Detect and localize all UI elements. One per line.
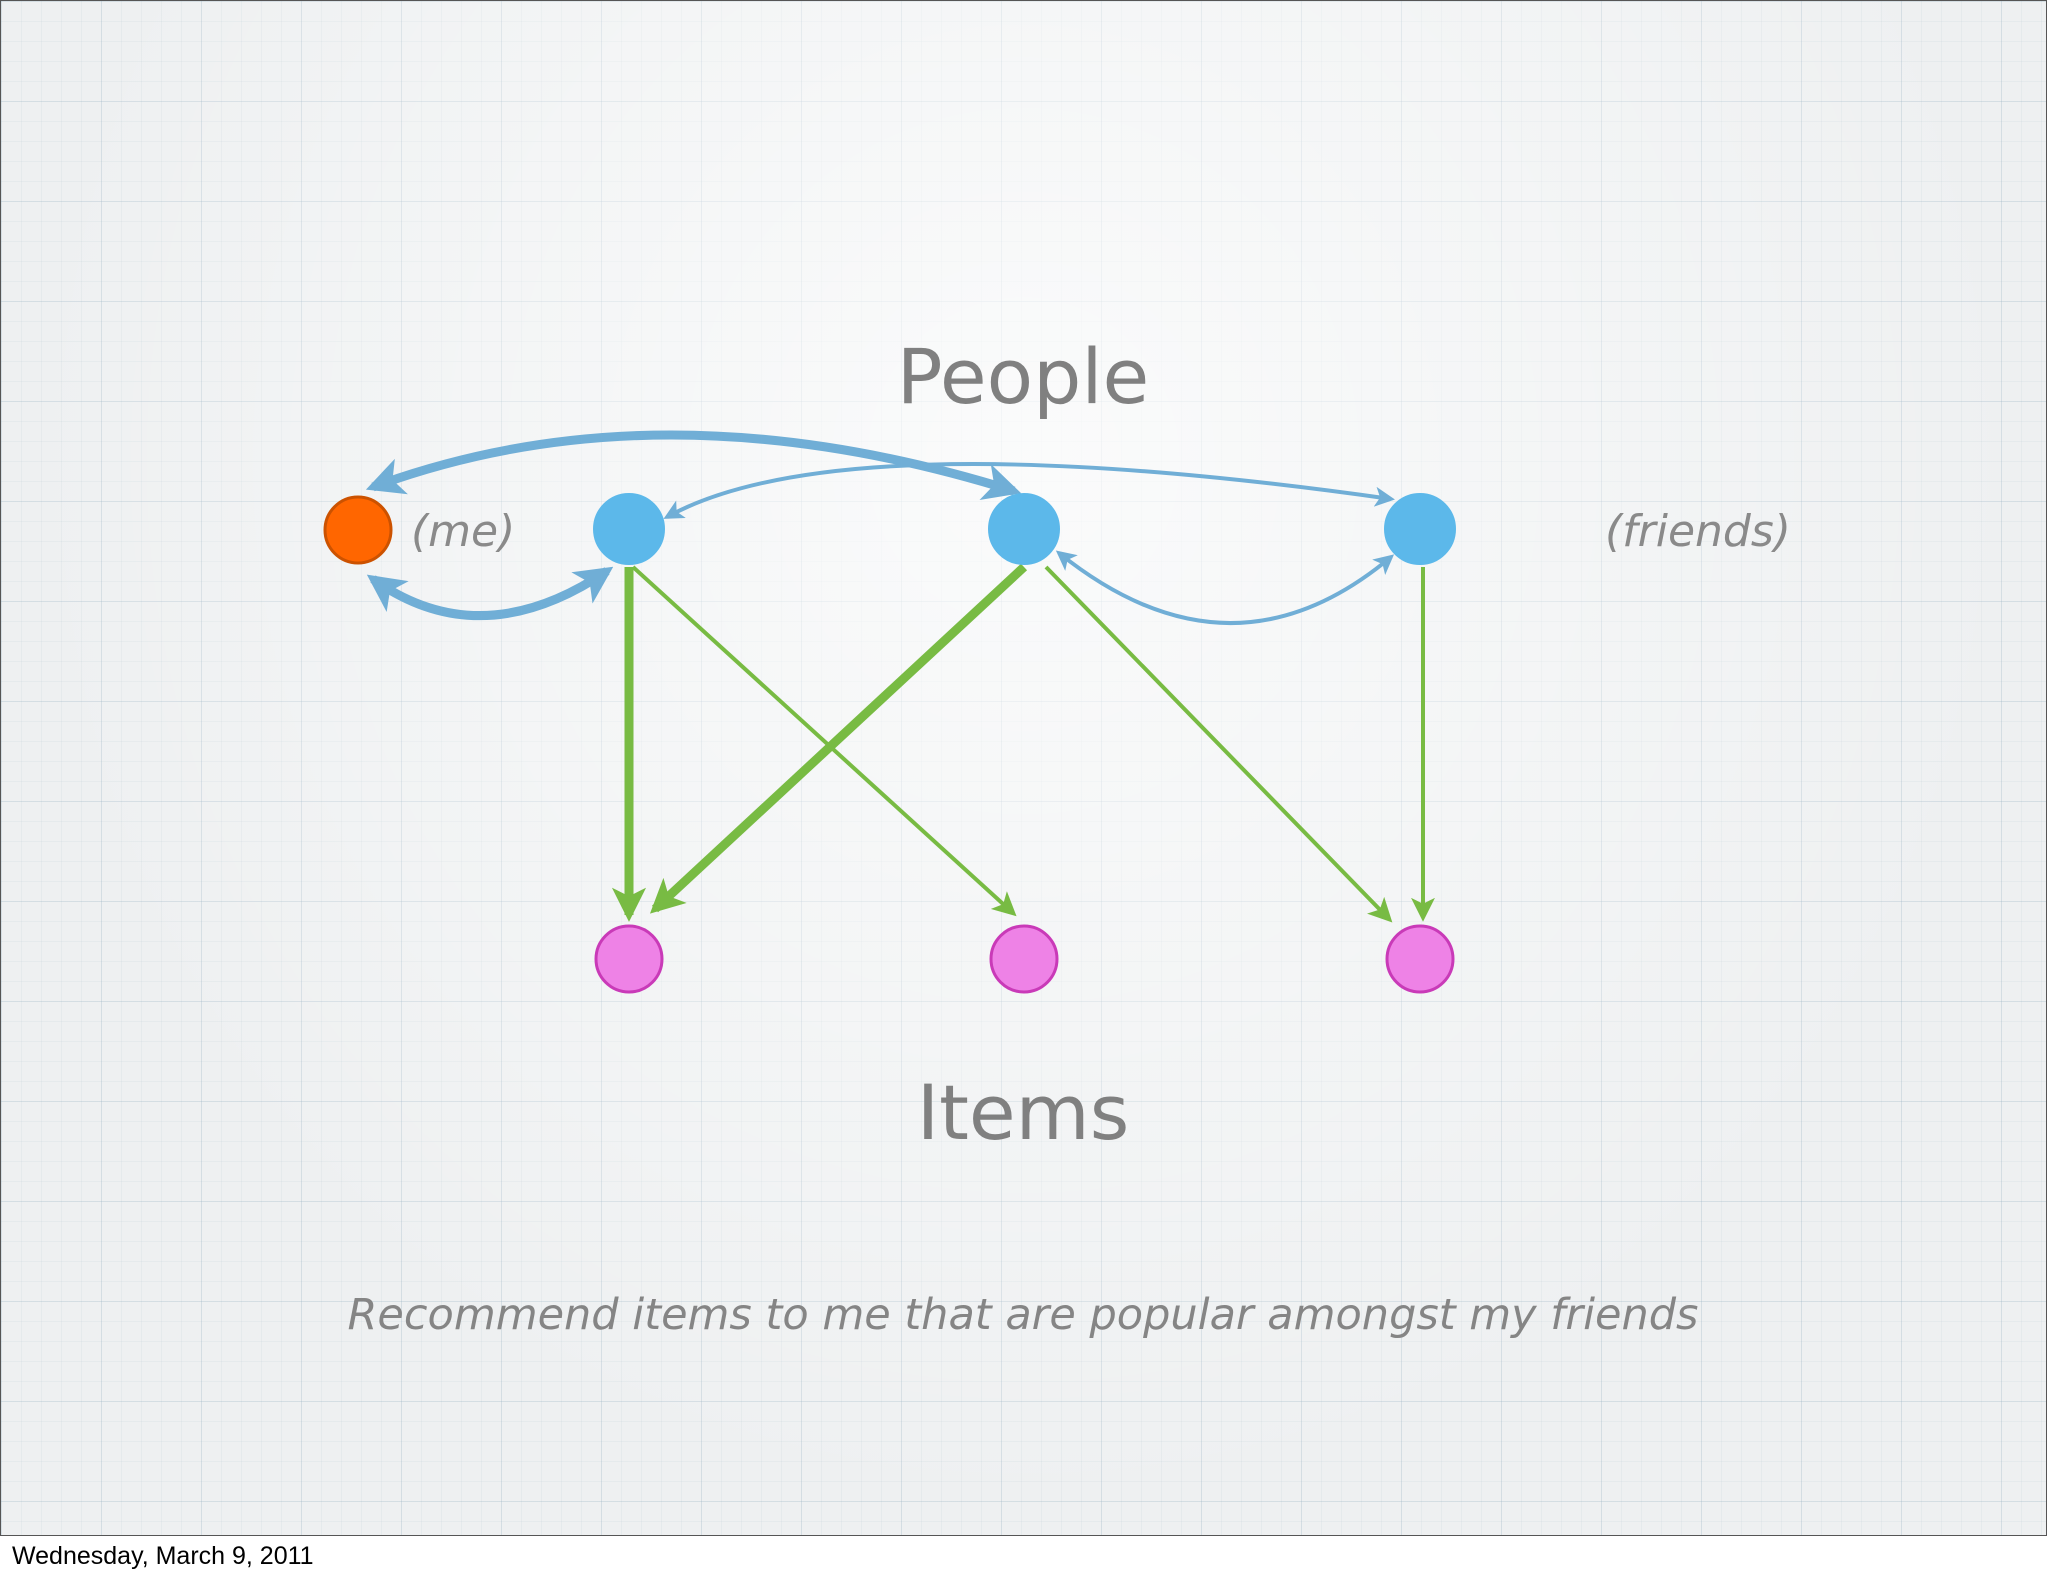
edge-friend-2-item-3 bbox=[1044, 565, 1393, 923]
node-friend-3 bbox=[1384, 493, 1456, 565]
edge-friend-1-friend-3 bbox=[663, 462, 1395, 519]
node-friend-2 bbox=[988, 493, 1060, 565]
node-me bbox=[323, 495, 393, 565]
caption: Recommend items to me that are popular a… bbox=[348, 1290, 1699, 1340]
node-item-1 bbox=[594, 924, 664, 994]
edge-me-friend-1 bbox=[366, 566, 614, 621]
node-friend-1 bbox=[593, 493, 665, 565]
footer-date: Wednesday, March 9, 2011 bbox=[12, 1542, 314, 1570]
people-heading: People bbox=[897, 332, 1150, 421]
people-items-graph: People Items (me) (friends) Recommend it… bbox=[323, 332, 1791, 1340]
edge-me-friend-2 bbox=[365, 430, 1022, 501]
items-heading: Items bbox=[917, 1068, 1130, 1157]
friends-label: (friends) bbox=[1605, 506, 1791, 557]
slide: People Items (me) (friends) Recommend it… bbox=[0, 0, 2047, 1536]
me-label: (me) bbox=[411, 506, 515, 557]
edge-friend-1-item-2 bbox=[631, 565, 1017, 917]
edge-friend-2-friend-3 bbox=[1055, 550, 1395, 625]
edge-friend-2-item-1 bbox=[649, 563, 1028, 914]
node-item-2 bbox=[989, 924, 1059, 994]
node-item-3 bbox=[1385, 924, 1455, 994]
